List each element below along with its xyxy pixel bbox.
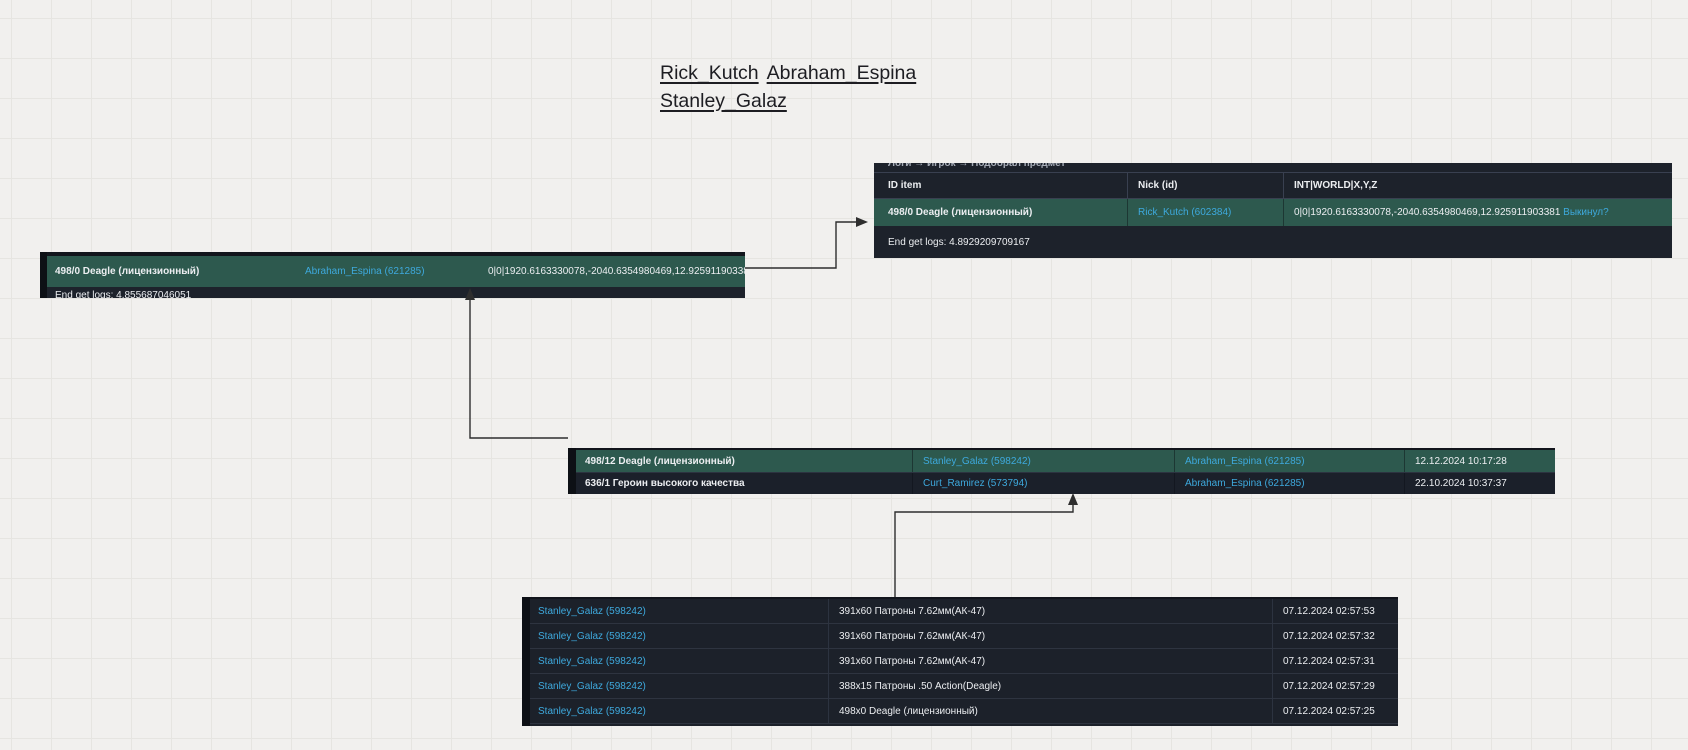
item-cell: 498/12 Deagle (лицензионный) bbox=[585, 455, 735, 467]
arrow-history-to-transfer[interactable] bbox=[894, 493, 1078, 597]
date-cell: 12.12.2024 10:17:28 bbox=[1404, 450, 1555, 472]
note-line-1: Rick_Kutch Abraham_Espina bbox=[660, 60, 924, 88]
nick-link: Stanley_Galaz (598242) bbox=[538, 680, 646, 692]
arrow-transfer-to-drop[interactable] bbox=[465, 288, 568, 439]
fragment-left-edge bbox=[40, 252, 47, 298]
to-nick-link: Abraham_Espina (621285) bbox=[1174, 450, 1404, 472]
item-cell: 388x15 Патроны .50 Action(Deagle) bbox=[828, 674, 1272, 698]
transfer-log-fragment[interactable]: 498/12 Deagle (лицензионный) Stanley_Gal… bbox=[568, 448, 1555, 494]
item-cell: 636/1 Героин высокого качества bbox=[585, 478, 745, 489]
history-log-fragment[interactable]: Stanley_Galaz (598242) 391x60 Патроны 7.… bbox=[522, 597, 1398, 726]
arrow-drop-to-pickup[interactable] bbox=[745, 217, 868, 269]
date-cell: 07.12.2024 02:57:25 bbox=[1272, 699, 1398, 723]
history-row: Stanley_Galaz (598242) 391x60 Патроны 7.… bbox=[530, 624, 1398, 649]
nick-link: Stanley_Galaz (598242) bbox=[538, 605, 646, 617]
breadcrumb-clipped: Логи → Игрок → Подобрал предмет bbox=[888, 163, 1066, 169]
thrown-away-link: Выкинул? bbox=[1563, 207, 1609, 218]
history-row: Stanley_Galaz (598242) 391x60 Патроны 7.… bbox=[530, 599, 1398, 624]
note-link-stanley-galaz: Stanley_Galaz bbox=[660, 89, 787, 112]
from-nick-link: Stanley_Galaz (598242) bbox=[912, 450, 1174, 472]
fragment-top-edge bbox=[576, 448, 1555, 450]
item-cell: 391x60 Патроны 7.62мм(АК-47) bbox=[828, 624, 1272, 648]
header-int-world-xyz: INT|WORLD|X,Y,Z bbox=[1283, 173, 1672, 198]
date-cell: 22.10.2024 10:37:37 bbox=[1404, 473, 1555, 494]
to-nick-link: Abraham_Espina (621285) bbox=[1174, 473, 1404, 494]
end-get-logs-text-clipped: End get logs: 4.855687046051 bbox=[55, 290, 192, 298]
fragment-top-edge bbox=[47, 252, 745, 256]
fragment-top-edge bbox=[530, 597, 1398, 599]
note-link-rick-kutch: Rick_Kutch bbox=[660, 62, 759, 84]
date-cell: 07.12.2024 02:57:53 bbox=[1272, 599, 1398, 623]
item-cell: 391x60 Патроны 7.62мм(АК-47) bbox=[828, 599, 1272, 623]
note-link-abraham-espina: Abraham_Espina bbox=[766, 62, 917, 84]
pickup-log-row: 498/0 Deagle (лицензионный) Rick_Kutch (… bbox=[874, 199, 1672, 226]
header-id-item: ID item bbox=[888, 180, 922, 191]
nick-link: Stanley_Galaz (598242) bbox=[538, 655, 646, 667]
pickup-log-fragment[interactable]: Логи → Игрок → Подобрал предмет ID item … bbox=[874, 163, 1672, 258]
drop-log-row: 498/0 Deagle (лицензионный) Abraham_Espi… bbox=[47, 256, 745, 287]
names-note[interactable]: Rick_Kutch Abraham_Espina Stanley_Galaz bbox=[660, 60, 924, 115]
nick-link: Rick_Kutch (602384) bbox=[1127, 199, 1283, 226]
coords-cell: 0|0|1920.6163330078,-2040.6354980469,12.… bbox=[1283, 199, 1672, 226]
date-cell: 07.12.2024 02:57:29 bbox=[1272, 674, 1398, 698]
fragment-left-edge bbox=[522, 597, 530, 726]
item-cell: 498/0 Deagle (лицензионный) bbox=[55, 266, 200, 277]
drop-log-fragment[interactable]: 498/0 Deagle (лицензионный) Abraham_Espi… bbox=[40, 252, 745, 298]
nick-link: Stanley_Galaz (598242) bbox=[538, 630, 646, 642]
item-cell: 498/0 Deagle (лицензионный) bbox=[888, 207, 1033, 218]
end-get-logs-text: End get logs: 4.8929209709167 bbox=[888, 236, 1030, 248]
history-row: Stanley_Galaz (598242) 388x15 Патроны .5… bbox=[530, 674, 1398, 699]
fragment-left-edge bbox=[568, 448, 576, 494]
from-nick-link: Curt_Ramirez (573794) bbox=[912, 473, 1174, 494]
item-cell: 498x0 Deagle (лицензионный) bbox=[828, 699, 1272, 723]
note-line-2: Stanley_Galaz bbox=[660, 88, 924, 116]
transfer-row: 498/12 Deagle (лицензионный) Stanley_Gal… bbox=[576, 450, 1555, 472]
nick-link: Abraham_Espina (621285) bbox=[305, 266, 425, 277]
transfer-row: 636/1 Героин высокого качества Curt_Rami… bbox=[576, 472, 1555, 494]
date-cell: 07.12.2024 02:57:32 bbox=[1272, 624, 1398, 648]
nick-link: Stanley_Galaz (598242) bbox=[538, 705, 646, 717]
header-nick-id: Nick (id) bbox=[1127, 173, 1283, 198]
coords-value: 0|0|1920.6163330078,-2040.6354980469,12.… bbox=[488, 266, 745, 277]
coords-value: 0|0|1920.6163330078,-2040.6354980469,12.… bbox=[1294, 207, 1561, 218]
history-row: Stanley_Galaz (598242) 498x0 Deagle (лиц… bbox=[530, 699, 1398, 724]
pickup-log-header-row: ID item Nick (id) INT|WORLD|X,Y,Z bbox=[874, 172, 1672, 199]
coords-cell: 0|0|1920.6163330078,-2040.6354980469,12.… bbox=[478, 266, 745, 277]
date-cell: 07.12.2024 02:57:31 bbox=[1272, 649, 1398, 673]
history-row: Stanley_Galaz (598242) 391x60 Патроны 7.… bbox=[530, 649, 1398, 674]
item-cell: 391x60 Патроны 7.62мм(АК-47) bbox=[828, 649, 1272, 673]
